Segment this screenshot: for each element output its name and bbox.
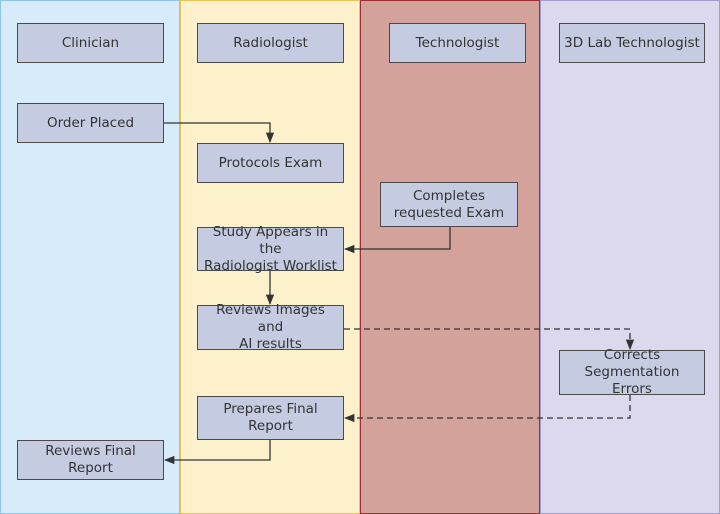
step-protocols-exam: Protocols Exam	[197, 143, 344, 183]
lane-technologist	[360, 0, 540, 514]
step-reviews-images: Reviews Images and AI results	[197, 302, 344, 352]
step-corrects-segmentation: Corrects Segmentation Errors	[559, 347, 705, 397]
lane-3d-lab-technologist	[540, 0, 720, 514]
step-reviews-final-report: Reviews Final Report	[17, 440, 164, 480]
step-order-placed: Order Placed	[17, 103, 164, 143]
lane-header-radiologist: Radiologist	[197, 23, 344, 63]
step-study-appears: Study Appears in the Radiologist Worklis…	[197, 224, 344, 274]
lane-header-clinician: Clinician	[17, 23, 164, 63]
step-completes-exam: Completes requested Exam	[380, 182, 518, 227]
lane-clinician	[0, 0, 180, 514]
lane-header-3d-lab-technologist: 3D Lab Technologist	[559, 23, 705, 63]
step-prepares-final-report: Prepares Final Report	[197, 396, 344, 440]
lane-header-technologist: Technologist	[389, 23, 526, 63]
